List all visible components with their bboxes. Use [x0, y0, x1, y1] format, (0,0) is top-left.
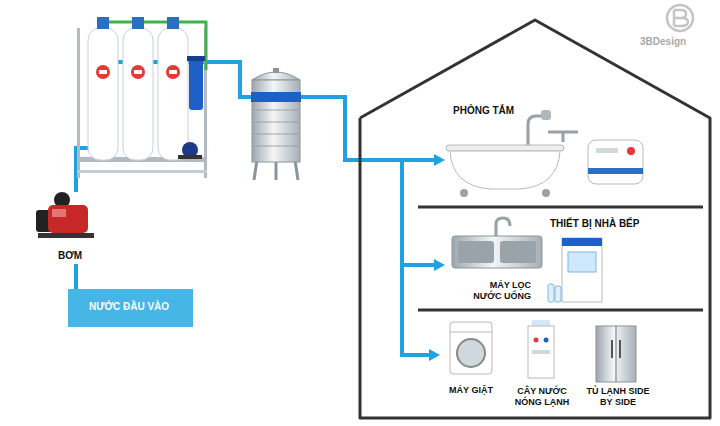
appliances	[532, 350, 550, 354]
bathroom-fixtures	[548, 132, 578, 142]
storage-tank	[252, 110, 300, 111]
storage-tank	[273, 68, 279, 73]
storage-tank	[275, 162, 278, 180]
bathroom-fixtures	[627, 147, 635, 155]
filter-system	[99, 70, 107, 74]
storage-tank	[252, 146, 300, 147]
appliance-node: TỦ LẠNH SIDE BY SIDE	[580, 318, 656, 412]
pump-node: BƠM	[30, 192, 113, 264]
watermark: 3BDesign	[640, 36, 686, 47]
filter-system	[77, 28, 80, 178]
bathroom-fixtures	[541, 110, 551, 120]
appliances	[596, 326, 636, 382]
filter-system	[77, 17, 207, 178]
kitchen-fixtures	[452, 236, 542, 268]
kitchen-fixtures	[562, 238, 602, 302]
bathroom-fixtures	[528, 116, 544, 148]
filter-system	[178, 155, 202, 159]
bathroom-fixtures	[596, 148, 618, 153]
house-outline	[360, 20, 710, 418]
storage-tank	[252, 134, 300, 135]
node-label: NƯỚC ĐẦU VÀO	[68, 301, 190, 313]
bathroom-fixtures	[588, 140, 643, 184]
filter-system	[88, 28, 118, 160]
filter-system	[132, 17, 144, 29]
input-water-box: NƯỚC ĐẦU VÀO	[68, 289, 193, 327]
node-label: PHÒNG TẮM	[453, 105, 583, 117]
appliances	[450, 322, 492, 374]
pump-icon	[52, 209, 66, 217]
bathroom-fixtures	[450, 151, 560, 189]
bathroom-fixtures	[446, 145, 564, 151]
node-label: THIẾT BỊ NHÀ BẾP	[550, 218, 690, 230]
filter-system	[187, 56, 205, 61]
filter-system	[189, 58, 203, 110]
watermark-logo	[674, 10, 688, 26]
appliances	[450, 332, 492, 333]
appliances	[619, 340, 621, 358]
kitchen-fixtures	[500, 241, 536, 263]
kitchen-fixtures	[458, 241, 494, 263]
water-pipe	[76, 264, 77, 289]
node-label: MÁY LỌC NƯỚC UỐNG	[465, 280, 531, 302]
appliances	[534, 338, 539, 343]
watermark-logo	[667, 5, 693, 31]
kitchen-fixtures	[548, 284, 554, 302]
appliances	[532, 320, 550, 326]
appliances	[528, 326, 554, 378]
bathroom-fixtures	[588, 168, 643, 174]
kitchen-fixtures	[452, 218, 602, 302]
bathroom-fixtures	[542, 189, 550, 197]
kitchen-zone: THIẾT BỊ NHÀ BẾP MÁY LỌC NƯỚC UỐNG	[445, 212, 700, 307]
arrow-head	[429, 349, 440, 361]
filter-system	[77, 170, 207, 173]
pipe-line	[74, 264, 78, 289]
bathroom-fixtures	[460, 189, 468, 197]
kitchen-fixtures	[562, 238, 602, 246]
node-label: MÁY GIẶT	[440, 385, 502, 396]
appliance-node: MÁY GIẶT	[440, 318, 505, 398]
node-label: CÂY NƯỚC NÓNG LẠNH	[508, 386, 576, 408]
node-label: TỦ LẠNH SIDE BY SIDE	[584, 386, 652, 408]
appliances	[457, 339, 485, 367]
node-label: BƠM	[30, 250, 110, 262]
appliance-node: CÂY NƯỚC NÓNG LẠNH	[508, 318, 579, 412]
house-outline	[418, 309, 703, 312]
filter-system	[169, 70, 177, 74]
filter-system	[167, 17, 179, 29]
pump-icon	[48, 205, 88, 233]
appliances	[616, 326, 617, 382]
filter-system	[134, 70, 142, 74]
pump-icon	[36, 192, 94, 238]
pump-icon	[38, 233, 94, 238]
kitchen-fixtures	[555, 286, 561, 302]
filter-system	[96, 65, 110, 79]
filter-system	[158, 28, 188, 160]
arrow-head	[434, 259, 445, 271]
kitchen-fixtures	[496, 218, 510, 238]
filter-system	[97, 17, 109, 29]
filter-system	[166, 65, 180, 79]
storage-tank	[295, 160, 298, 180]
storage-tank	[251, 68, 301, 180]
storage-tank	[252, 72, 300, 80]
house-outline	[418, 206, 703, 209]
storage-tank	[252, 80, 300, 162]
bathroom-zone: PHÒNG TẮM	[445, 100, 695, 203]
appliances	[544, 338, 549, 343]
storage-tank	[252, 122, 300, 123]
appliances	[611, 340, 613, 358]
filter-system	[123, 28, 153, 160]
watermark-logo	[667, 5, 693, 31]
appliances	[450, 320, 636, 382]
kitchen-fixtures	[568, 252, 596, 272]
filter-system	[131, 65, 145, 79]
house-outline	[360, 20, 710, 418]
storage-tank	[251, 92, 301, 102]
storage-tank	[254, 160, 257, 180]
arrow-head	[434, 154, 445, 166]
bathroom-fixtures	[446, 110, 643, 197]
